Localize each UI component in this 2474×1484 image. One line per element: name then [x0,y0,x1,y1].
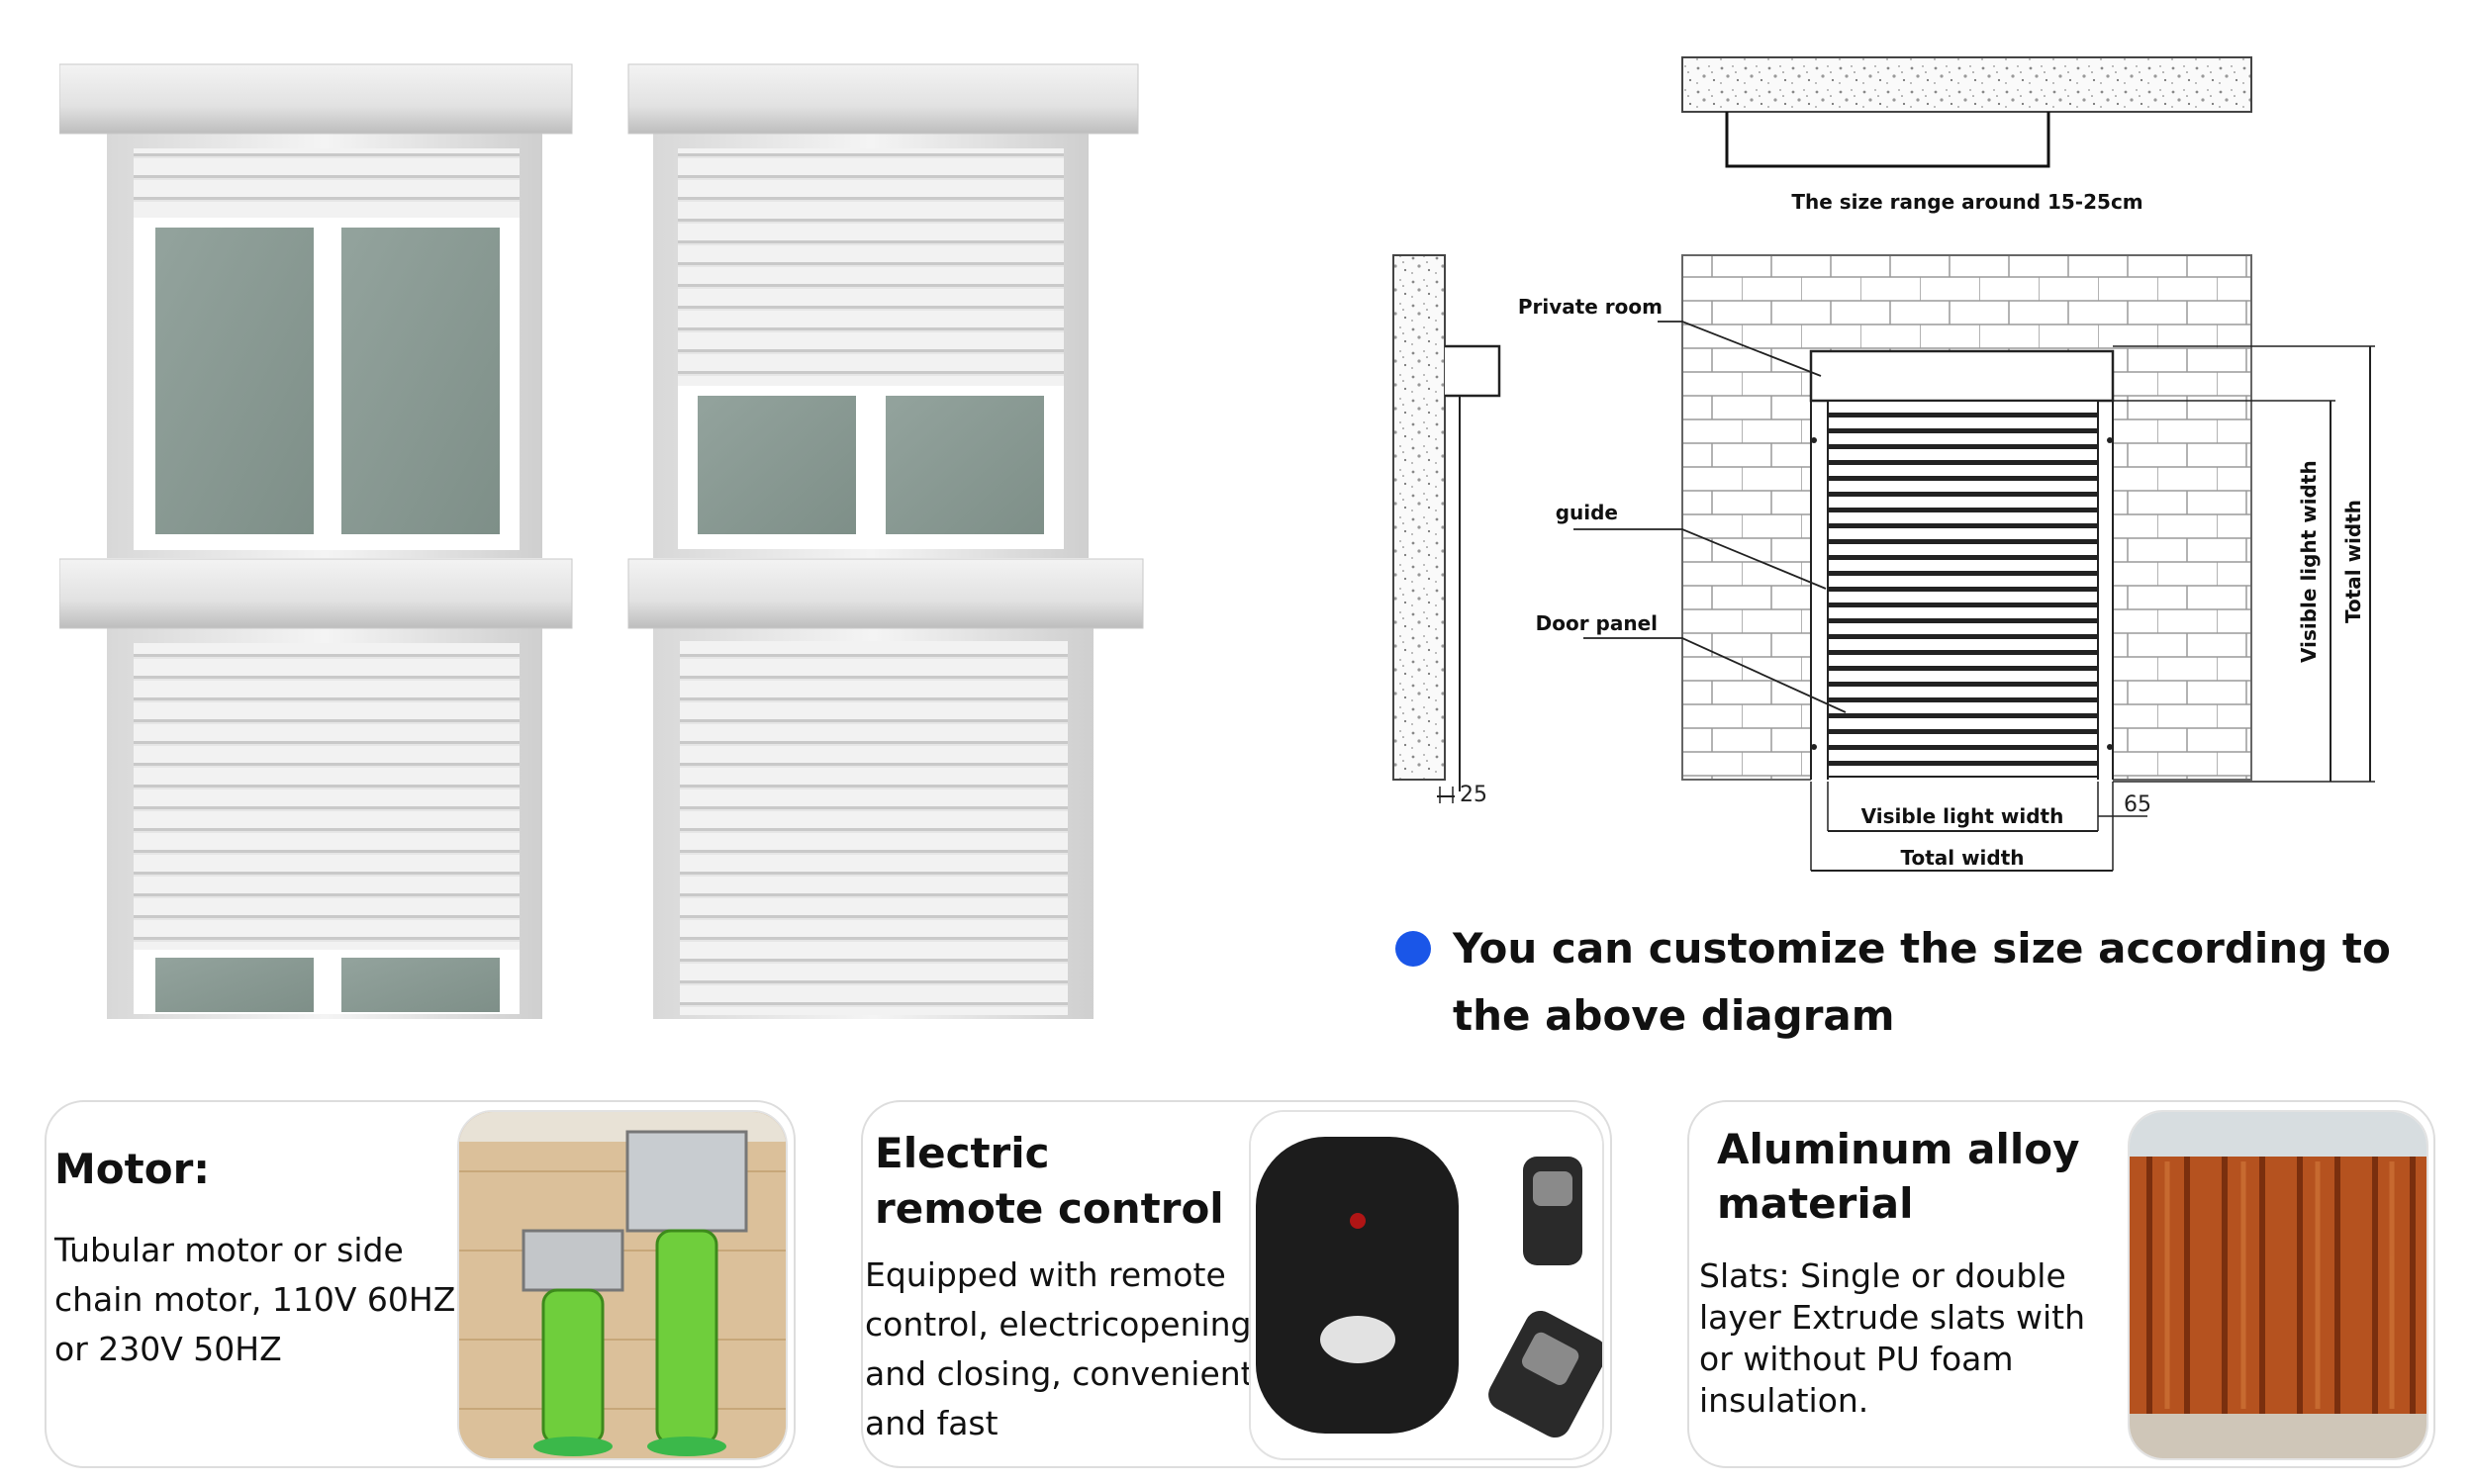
bullet-icon [1395,931,1431,967]
aluminum-description: Slats: Single or double layer Extrude sl… [1699,1255,2125,1422]
motor-card: Motor: Tubular motor or side chain motor… [45,1100,796,1468]
size-range-label: The size range around 15-25cm [1791,190,2142,214]
dim-25-label: 25 [1460,783,1487,807]
slats-description: Single or double layer Extrude slats wit… [1699,1256,2086,1420]
motor-title: Motor: [54,1145,211,1193]
remote-description: Equipped with remote control, electricop… [865,1255,1254,1442]
dim-65-label: 65 [2124,792,2151,817]
motor-photo [457,1110,788,1460]
visible-light-width-bottom-label: Visible light width [1861,804,2064,828]
visible-light-width-vertical-label: Visible light width [2297,460,2321,663]
private-room-label: Private room [1518,295,1663,319]
remote-title-line2: remote control [875,1184,1224,1233]
motor-description: Tubular motor or side chain motor, 110V … [54,1231,456,1368]
wall-section [1392,254,1446,781]
door-panel-slats [1827,400,2099,778]
aluminum-title-line2: material [1717,1179,1914,1228]
slats-label: Slats: [1699,1256,1790,1295]
shutter-box-front [1809,349,2115,403]
roller-shutter-photos [59,63,1144,1019]
shutter-box-top-view [1725,112,2050,168]
remote-control-card: Electric remote control Equipped with re… [861,1100,1612,1468]
aluminum-slats-photo [2128,1110,2428,1460]
guide-label: guide [1556,501,1618,524]
aluminum-card: Aluminum alloy material Slats: Single or… [1687,1100,2435,1468]
shutter-window-mostly-closed [59,558,573,1019]
size-diagram: The size range around 15-25cm 25 Private… [1392,56,2375,872]
customize-note-text: You can customize the size according to … [1453,924,2391,1040]
total-width-vertical-label: Total width [2341,500,2365,623]
total-width-bottom-label: Total width [1900,846,2024,870]
shutter-window-open [59,63,573,558]
ceiling-beam [1681,56,2252,113]
customize-note: You can customize the size according to … [1395,915,2444,1050]
shutter-window-half [627,63,1139,558]
aluminum-title-line1: Aluminum alloy [1717,1125,2080,1173]
remote-photo [1249,1110,1604,1460]
door-panel-label: Door panel [1536,611,1658,635]
remote-title-line1: Electric [875,1129,1050,1177]
shutter-window-closed [627,558,1144,1019]
